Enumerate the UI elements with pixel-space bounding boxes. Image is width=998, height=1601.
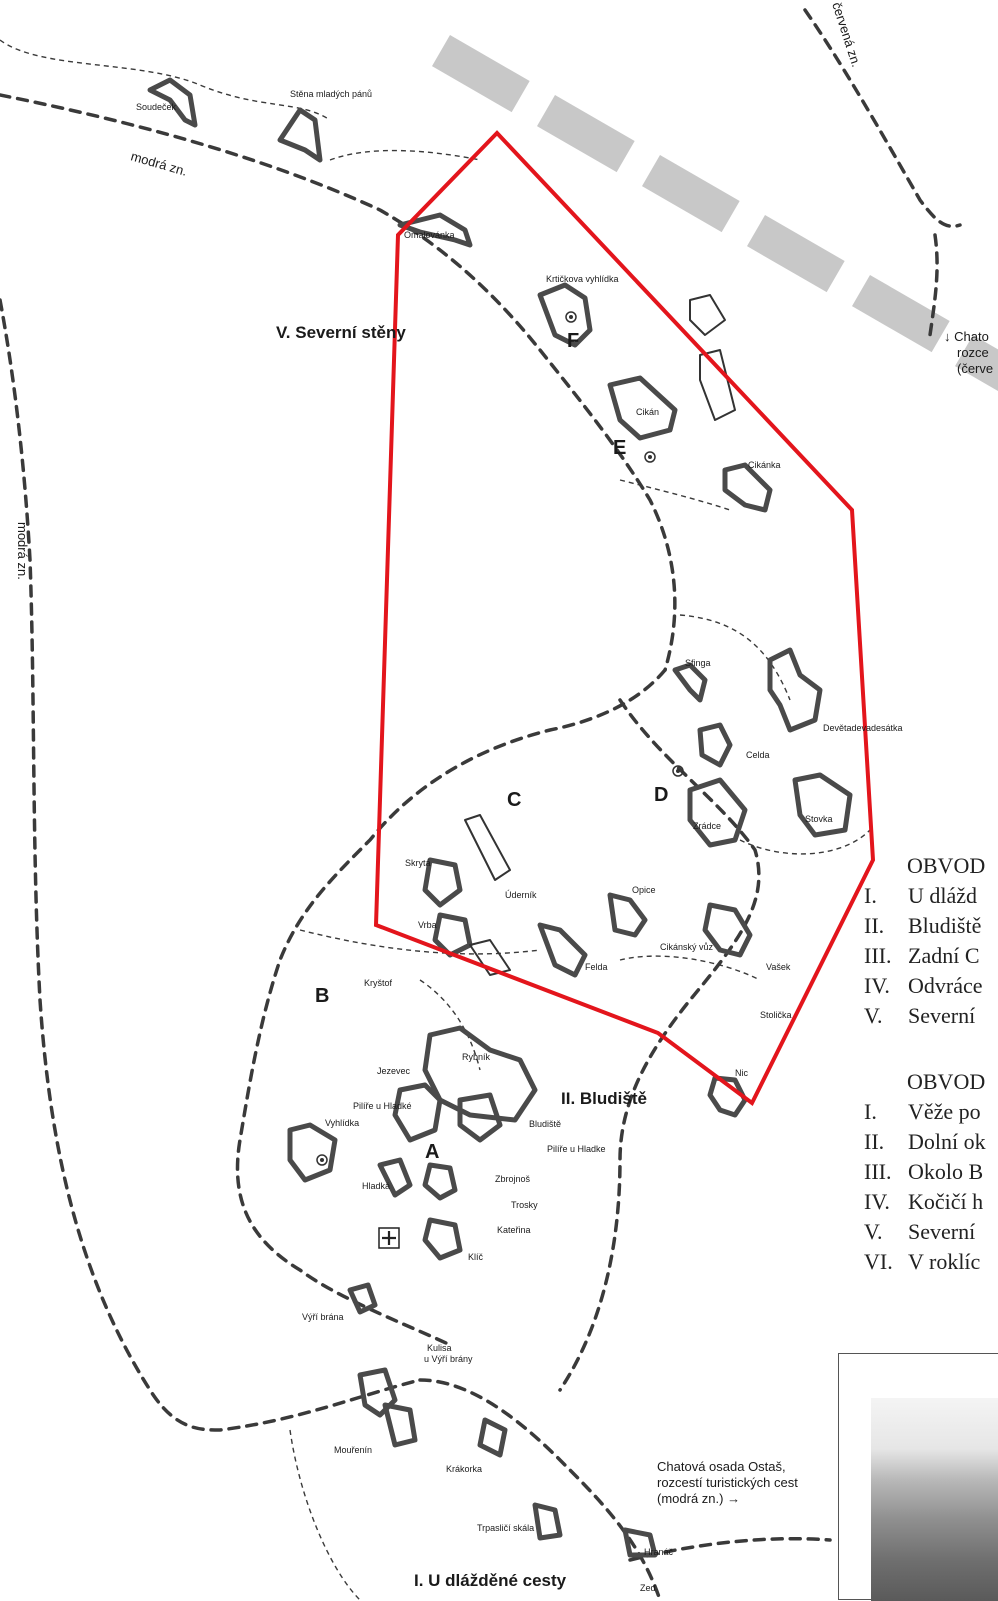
rock-label: Stěna mladých pánů — [290, 89, 372, 99]
route-label-blue-left: modrá zn. — [15, 522, 30, 580]
rock-label: Kulisa — [427, 1343, 452, 1353]
rock-label: Vrba — [418, 920, 437, 930]
svg-text:rozce: rozce — [957, 345, 989, 360]
rock-label: Zrádce — [693, 821, 721, 831]
legend-item: II.Bludiště — [864, 913, 982, 938]
rock-label: Úderník — [505, 890, 537, 900]
route-label-blue-top: modrá zn. — [129, 148, 189, 178]
legend-item: III.Okolo B — [864, 1159, 984, 1184]
rock-label: Krtičkova vyhlídka — [546, 274, 619, 284]
legend-item: III.Zadní C — [864, 943, 980, 968]
legend-item: I.U dlážd — [864, 883, 978, 908]
rock-label: Nic — [735, 1068, 748, 1078]
viewpoint-markers — [316, 311, 684, 1166]
rock-label: Cikán — [636, 407, 659, 417]
rock-label: Celda — [746, 750, 770, 760]
region-north-walls: V. Severní stěny — [276, 323, 406, 342]
rock-label: Devětadevadesátka — [823, 723, 903, 733]
viewpoint-letter-b: B — [315, 985, 329, 1007]
cross-marker — [378, 1227, 400, 1249]
viewpoint-letter-d: D — [654, 784, 668, 806]
viewpoint-letter-e: E — [613, 437, 626, 459]
svg-text:(modrá zn.) →: (modrá zn.) → — [657, 1491, 740, 1506]
rock-label: Stolička — [760, 1010, 792, 1020]
rock-label: Kryštof — [364, 978, 393, 988]
rock-formations — [147, 77, 853, 1558]
rock-label: Hranáč — [644, 1547, 674, 1557]
rock-label: Soudeček — [136, 102, 177, 112]
rock-label: Zbrojnoš — [495, 1174, 531, 1184]
legend-title: OBVOD — [907, 853, 986, 878]
landscape-photo — [871, 1398, 998, 1601]
rock-label: Pilíře u Hladké — [353, 1101, 412, 1111]
rock-label: Felda — [585, 962, 608, 972]
legend-item: IV.Kočičí h — [864, 1189, 984, 1214]
rock-label: Kateřina — [497, 1225, 531, 1235]
rock-label: Omalovánka — [404, 230, 455, 240]
road-band — [432, 35, 998, 413]
legend-item: VI.V roklíc — [864, 1249, 981, 1274]
rock-label: Hladká — [362, 1181, 390, 1191]
rock-label: u Výří brány — [424, 1354, 473, 1364]
legend-title: OBVOD — [907, 1069, 986, 1094]
marked-trails — [0, 8, 962, 1600]
rock-label: Vyhlídka — [325, 1118, 359, 1128]
rock-label: Výří brána — [302, 1312, 344, 1322]
svg-text:Chatová osada Ostaš,: Chatová osada Ostaš, — [657, 1459, 786, 1474]
rock-label: Cikánský vůz — [660, 942, 714, 952]
svg-text:(červe: (červe — [957, 361, 993, 376]
route-label-red: červená zn. — [829, 0, 864, 69]
rock-label: Vašek — [766, 962, 791, 972]
rock-label: Trpasličí skála — [477, 1523, 534, 1533]
sector-boundary — [373, 130, 876, 1107]
rock-label: Jezevec — [377, 1066, 411, 1076]
rock-labels: Soudeček Stěna mladých pánů Omalovánka K… — [136, 89, 903, 1593]
rock-label: Opice — [632, 885, 656, 895]
rock-label: Cikánka — [748, 460, 781, 470]
photo-inset-frame — [838, 1353, 998, 1601]
svg-text:rozcestí turistických cest: rozcestí turistických cest — [657, 1475, 798, 1490]
legend-item: II.Dolní ok — [864, 1129, 986, 1154]
rock-label: Rybník — [462, 1052, 491, 1062]
legend-item: I.Věže po — [864, 1099, 981, 1124]
legend-item: V.Severní — [864, 1219, 976, 1244]
rock-label: Klíč — [468, 1252, 484, 1262]
rock-label: Skrytá — [405, 858, 431, 868]
viewpoint-letter-f: F — [567, 330, 579, 352]
rock-label: Stovka — [805, 814, 833, 824]
trail-notes: ↓ Chato rozce (červe Chatová osada Ostaš… — [657, 329, 993, 1506]
viewpoint-letter-a: A — [425, 1141, 439, 1163]
side-trails — [0, 39, 871, 1600]
rock-label: Trosky — [511, 1200, 538, 1210]
legend-item: V.Severní — [864, 1003, 976, 1028]
region-labyrinth: II. Bludiště — [561, 1089, 647, 1108]
region-paved-road: I. U dlážděné cesty — [414, 1571, 567, 1590]
legend-item: IV.Odvráce — [864, 973, 983, 998]
rock-label: Bludiště — [529, 1119, 561, 1129]
rock-label: Sfinga — [685, 658, 711, 668]
viewpoint-letter-c: C — [507, 789, 521, 811]
rock-label: Krákorka — [446, 1464, 482, 1474]
rock-label: Zeď — [640, 1583, 657, 1593]
rock-label: Mouřenín — [334, 1445, 372, 1455]
rock-label: Pilíře u Hladke — [547, 1144, 606, 1154]
svg-text:↓ Chato: ↓ Chato — [944, 329, 989, 344]
